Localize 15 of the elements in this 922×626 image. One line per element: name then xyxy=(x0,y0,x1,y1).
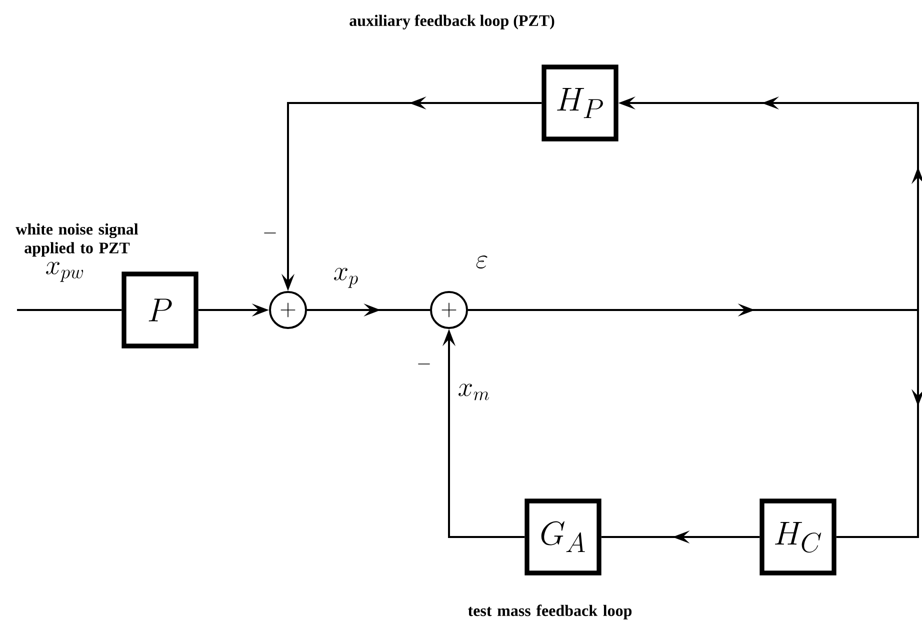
edge-label: $x_{pw}$ xyxy=(46,262,84,282)
block-box: $P$ xyxy=(122,272,198,348)
note: white noise signal applied to PZT xyxy=(16,223,138,257)
block-box: $H_C$ xyxy=(760,498,836,576)
block-box: $H_P$ xyxy=(542,64,618,142)
edge-label: $\varepsilon$ xyxy=(476,255,488,269)
edge-label: $x_p$ xyxy=(334,268,358,288)
minus-sign: $-$ xyxy=(264,232,276,234)
title: auxiliary feedback loop (PZT) xyxy=(350,14,554,30)
note: test mass feedback loop xyxy=(468,604,632,620)
block-box: $G_A$ xyxy=(524,498,602,576)
summing-junction: $+$ xyxy=(269,291,307,329)
edge-label: $x_m$ xyxy=(458,384,490,400)
summing-junction: $+$ xyxy=(430,291,468,329)
arrow xyxy=(468,309,922,538)
